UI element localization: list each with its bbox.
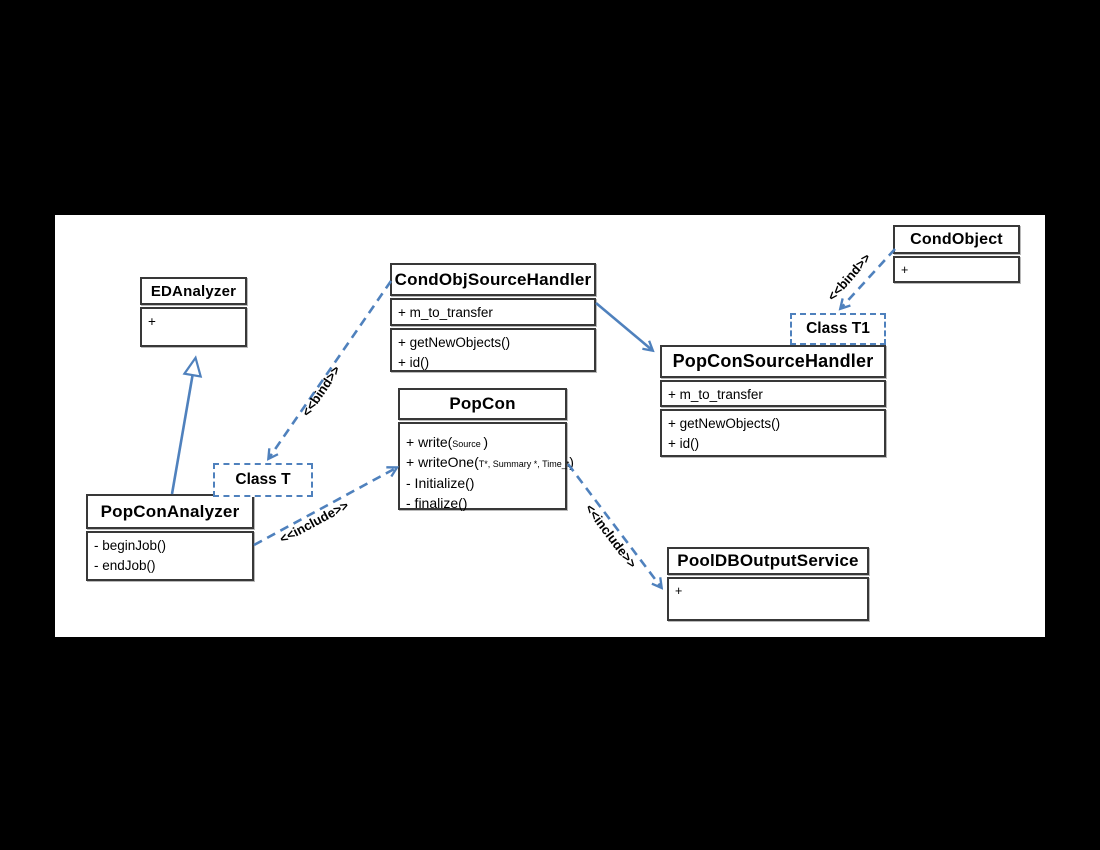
class-body: + (893, 256, 1020, 283)
method-param: T*, Summary *, Time_t (478, 459, 570, 470)
diagram-canvas: EDAnalyzer + CondObjSourceHandler + m_to… (55, 215, 1045, 637)
method: - finalize() (406, 494, 468, 511)
class-box-popcon: PopCon + write(Source ) + writeOne(T*, S… (398, 388, 574, 512)
method: + getNewObjects() (668, 416, 781, 431)
template-param-class-t: Class T (213, 463, 313, 497)
class-attributes: + m_to_transfer (660, 380, 886, 407)
class-methods: - beginJob() - endJob() (86, 531, 254, 581)
class-box-cond-object: CondObject + (893, 225, 1020, 285)
template-param-class-t1: Class T1 (790, 313, 886, 345)
method: - Initialize() (406, 474, 475, 491)
class-methods: + getNewObjects() + id() (390, 328, 596, 372)
edge-label-bind-right: <<bind>> (824, 250, 874, 304)
class-box-edanalyzer: EDAnalyzer + (140, 277, 247, 349)
class-body: + (667, 577, 869, 621)
class-title: CondObjSourceHandler (390, 263, 596, 296)
class-title: PopConAnalyzer (86, 494, 254, 529)
class-body: + (140, 307, 247, 347)
method-text: + write( (406, 434, 453, 450)
class-title: PopConSourceHandler (660, 345, 886, 378)
class-methods: + write(Source ) + writeOne(T*, Summary … (398, 422, 574, 511)
method-param: Source (452, 439, 484, 449)
method: - beginJob() (94, 538, 167, 553)
method-text: + writeOne( (406, 454, 479, 471)
method: + id() (668, 435, 700, 451)
edge-generalization-popconanalyzer-edanalyzer (170, 355, 203, 495)
method: + id() (398, 354, 430, 370)
class-methods: + getNewObjects() + id() (660, 409, 886, 457)
class-attributes: + m_to_transfer (390, 298, 596, 326)
edge-include-popcon-pooldb (566, 463, 661, 587)
class-box-cond-obj-source-handler: CondObjSourceHandler + m_to_transfer + g… (390, 263, 596, 374)
edge-association-condobjhandler-popconhandler (595, 302, 652, 350)
method: - endJob() (94, 557, 156, 573)
method-text: ) (483, 434, 488, 450)
method: + write(Source ) (406, 432, 559, 452)
class-title: PoolDBOutputService (667, 547, 869, 575)
edge-label-bind-left: <<bind>> (298, 362, 344, 420)
class-box-popcon-source-handler: PopConSourceHandler + m_to_transfer + ge… (660, 345, 886, 459)
class-title: PopCon (398, 388, 567, 420)
class-box-popcon-analyzer: PopConAnalyzer - beginJob() - endJob() (86, 494, 254, 583)
method: + getNewObjects() (398, 335, 511, 350)
class-title: CondObject (893, 225, 1020, 254)
method-text: ) (569, 454, 574, 471)
method: + writeOne(T*, Summary *, Time_t) (406, 452, 574, 472)
class-title: EDAnalyzer (140, 277, 247, 305)
edge-label-include-left: <<include>> (276, 497, 352, 547)
edge-label-include-right: <<include>> (582, 501, 640, 571)
class-box-pooldb-output-service: PoolDBOutputService + (667, 547, 869, 623)
